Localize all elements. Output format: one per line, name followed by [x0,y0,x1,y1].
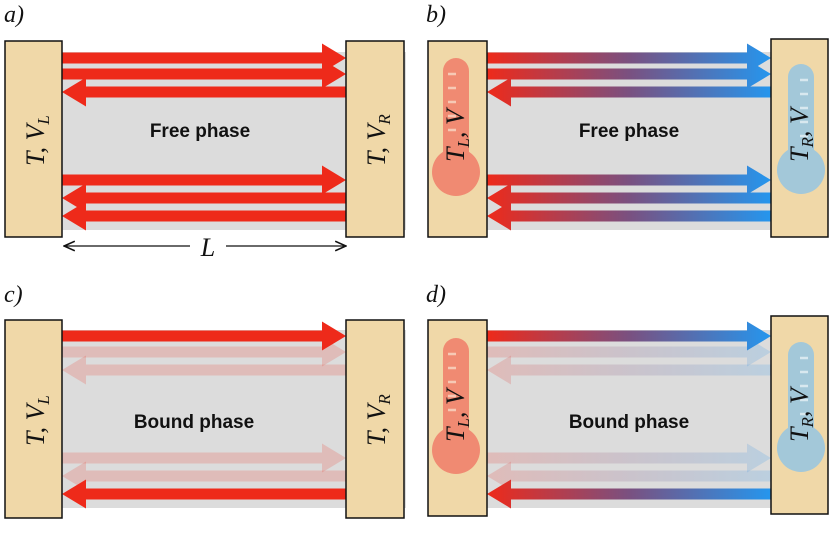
panel-label: a) [4,2,24,28]
phase-label: Free phase [150,121,250,142]
arrow-right [487,337,771,367]
right-reservoir-label: TR, V [785,105,817,162]
phase-label: Bound phase [569,412,689,433]
arrow-left [62,183,346,213]
arrow-group [487,43,771,231]
arrow-right [62,321,346,351]
panel-d: d) Bound phase TL, V TR, V [426,282,829,517]
arrow-left [62,355,346,385]
phase-label: Free phase [579,121,679,142]
left-reservoir [4,40,63,238]
arrow-right [487,43,771,73]
panel-a: a) Free phase T, VL T, VR L [4,2,406,262]
arrow-right [62,43,346,73]
left-reservoir-label: TL, V [441,106,473,162]
arrow-right [62,165,346,195]
arrow-left [487,355,771,385]
left-reservoir [4,319,63,519]
arrow-left [62,201,346,231]
hot-thermometer-icon [432,58,480,196]
panel-label: c) [4,282,23,308]
arrow-left [487,77,771,107]
panel-c: c) Bound phase T, VL T, VR [4,282,406,519]
arrow-left [62,77,346,107]
right-reservoir-label: TR, V [785,385,817,442]
arrow-group [62,321,346,509]
hot-thermometer-icon [432,338,480,474]
arrow-right [487,165,771,195]
arrow-right [487,321,771,351]
arrow-right [62,337,346,367]
left-reservoir-label: T, VL [21,115,53,166]
right-reservoir-label: T, VR [362,394,394,446]
arrow-group [487,321,771,509]
arrow-right [487,443,771,473]
right-reservoir [345,40,405,238]
left-reservoir-label: T, VL [21,395,53,446]
arrow-group [62,43,346,231]
arrow-right [487,59,771,89]
right-reservoir [345,319,405,519]
panel-b: b) Free phase TL, V TR, V [426,2,829,238]
length-label: L [200,233,215,262]
cold-thermometer-icon [777,342,825,472]
arrow-left [487,183,771,213]
arrow-left [487,479,771,509]
right-reservoir-label: T, VR [362,114,394,166]
channel [6,330,406,508]
panel-label: b) [426,2,446,28]
panel-label: d) [426,282,446,308]
arrow-right [62,443,346,473]
phase-label: Bound phase [134,412,254,433]
arrow-right [62,59,346,89]
left-reservoir-label: TL, V [441,386,473,442]
arrow-left [62,479,346,509]
arrow-left [487,461,771,491]
arrow-left [62,461,346,491]
cold-thermometer-icon [777,64,825,194]
arrow-left [487,201,771,231]
